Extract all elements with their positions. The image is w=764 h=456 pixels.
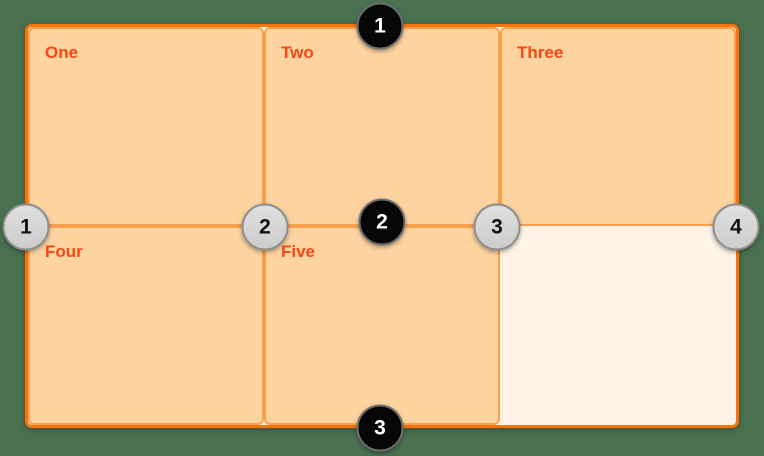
grid-cell-empty bbox=[500, 226, 736, 425]
column-line-badge-2: 2 bbox=[241, 203, 289, 251]
cell-label: One bbox=[45, 43, 79, 62]
grid-cell-two: Two bbox=[264, 27, 500, 226]
grid-container: One Two Three Four Five bbox=[25, 24, 739, 428]
row-line-badge-1: 1 bbox=[356, 2, 404, 50]
grid-cell-five: Five bbox=[264, 226, 500, 425]
grid-cell-four: Four bbox=[28, 226, 264, 425]
cell-label: Two bbox=[281, 43, 314, 62]
row-line-badge-2: 2 bbox=[358, 198, 406, 246]
column-line-badge-3: 3 bbox=[473, 203, 521, 251]
grid-cell-one: One bbox=[28, 27, 264, 226]
grid-cell-three: Three bbox=[500, 27, 736, 226]
column-line-badge-1: 1 bbox=[2, 203, 50, 251]
cell-label: Three bbox=[517, 43, 564, 62]
row-line-badge-3: 3 bbox=[356, 404, 404, 452]
cell-label: Four bbox=[45, 242, 83, 261]
cell-label: Five bbox=[281, 242, 316, 261]
column-line-badge-4: 4 bbox=[712, 203, 760, 251]
